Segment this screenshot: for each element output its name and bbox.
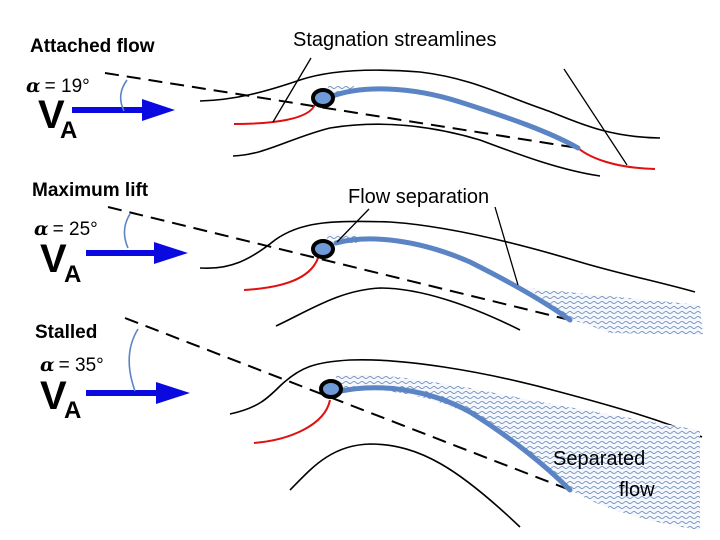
front-stagnation-streamline xyxy=(253,399,331,444)
airfoil-leading-edge xyxy=(319,379,343,399)
angle-of-attack-label: α= 19° xyxy=(26,75,90,97)
panel-title: Maximum lift xyxy=(32,180,149,201)
upper-streamline xyxy=(199,220,696,293)
panel-maximum-lift: Maximum lift α= 25° V A Flow separation xyxy=(32,180,703,335)
velocity-subscript: A xyxy=(60,117,77,144)
alpha-symbol: α xyxy=(26,75,41,97)
upper-streamline xyxy=(229,358,703,438)
stagnation-streamlines-label: Stagnation streamlines xyxy=(293,29,496,51)
separation-leader-rear xyxy=(494,206,519,286)
separated-flow-label-line2: flow xyxy=(619,479,655,501)
separation-leader-front xyxy=(336,208,370,243)
stagnation-leader-front xyxy=(272,57,312,123)
stagnation-leader-rear xyxy=(563,68,628,166)
angle-arc xyxy=(123,213,131,249)
panel-title: Attached flow xyxy=(30,36,155,57)
panel-attached-flow: Attached flow α= 19° V A Stagnation stre… xyxy=(26,29,661,177)
separated-flow-label-line1: Separated xyxy=(553,448,645,470)
lower-streamline xyxy=(275,287,521,331)
velocity-arrow-head xyxy=(154,242,188,264)
velocity-subscript: A xyxy=(64,261,81,288)
panel-title: Stalled xyxy=(35,322,97,343)
velocity-arrow-head xyxy=(156,382,190,404)
angle-arc xyxy=(128,328,139,392)
airfoil-upper-surface xyxy=(327,86,581,151)
alpha-value: = 25° xyxy=(53,219,98,240)
trailing-separation-region xyxy=(527,288,703,335)
velocity-symbol: V xyxy=(40,237,67,281)
angle-of-attack-label: α= 35° xyxy=(40,354,104,376)
small-separation-hatch xyxy=(328,86,354,94)
velocity-arrow-head xyxy=(142,99,175,121)
airfoil-upper-surface xyxy=(333,385,573,493)
chord-line xyxy=(107,206,571,321)
alpha-value: = 35° xyxy=(59,355,104,376)
alpha-symbol: α xyxy=(34,218,49,240)
lower-streamline xyxy=(289,443,521,528)
alpha-symbol: α xyxy=(40,354,55,376)
airfoil-leading-edge xyxy=(311,239,335,259)
front-stagnation-streamline xyxy=(233,103,316,125)
lower-streamline xyxy=(232,123,601,177)
velocity-symbol: V xyxy=(38,93,65,137)
chord-line xyxy=(124,317,571,491)
separated-flow-region xyxy=(336,374,700,530)
airfoil-leading-edge xyxy=(311,88,335,108)
airfoil-upper-surface xyxy=(333,236,573,323)
velocity-subscript: A xyxy=(64,397,81,424)
alpha-value: = 19° xyxy=(45,76,90,97)
angle-of-attack-label: α= 25° xyxy=(34,218,98,240)
upper-streamline xyxy=(199,69,661,139)
angle-arc xyxy=(119,79,128,112)
rear-stagnation-streamline xyxy=(577,147,656,170)
velocity-symbol: V xyxy=(40,374,67,418)
flow-separation-label: Flow separation xyxy=(348,186,489,208)
front-stagnation-streamline xyxy=(243,257,319,291)
panel-stalled: Stalled α= 35° V A Separated flow xyxy=(35,317,703,530)
leading-edge-separation-hatch xyxy=(327,234,357,243)
chord-line xyxy=(104,72,579,149)
